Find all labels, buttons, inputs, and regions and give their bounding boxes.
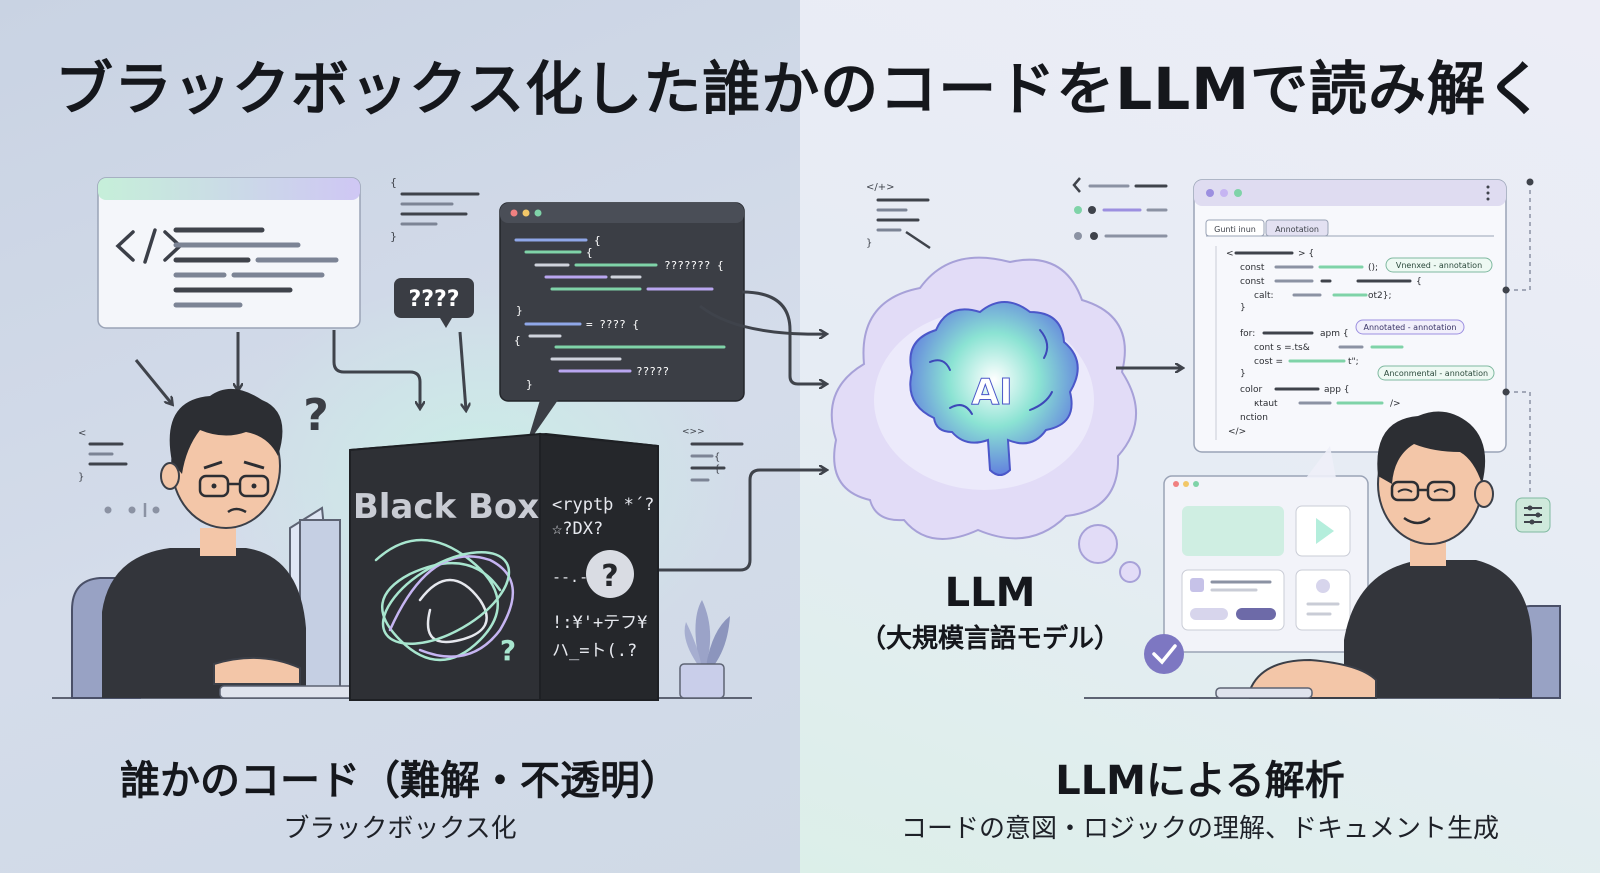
svg-text:color: color — [1240, 385, 1262, 395]
svg-text:= ???? {: = ???? { — [586, 318, 639, 331]
arrow-box-cloud — [658, 470, 826, 572]
settings-sliders-icon — [1515, 497, 1551, 533]
happy-developer — [1215, 411, 1561, 699]
svg-text:();: (); — [1368, 263, 1378, 273]
annotation-tags: Vnenxed - annotation Annotated - annotat… — [1355, 257, 1495, 381]
confused-question-mark: ? — [303, 390, 329, 441]
svg-text:{: { — [714, 464, 720, 475]
svg-text:☆?DX?: ☆?DX? — [552, 519, 603, 539]
svg-text:const: const — [1240, 263, 1265, 273]
svg-text:?: ? — [601, 559, 618, 594]
checkmark-icon — [1144, 634, 1184, 674]
svg-text:??????? {: ??????? { — [664, 259, 724, 272]
svg-text:t";: t"; — [1348, 357, 1359, 367]
svg-text:ot2};: ot2}; — [1368, 291, 1392, 301]
question-speech-bubble: ???? — [394, 278, 474, 328]
tangled-lines-icon — [374, 538, 515, 662]
svg-text:}: } — [1240, 369, 1246, 379]
black-box-front-question: ? — [500, 634, 516, 667]
svg-text:</>: </> — [1228, 427, 1246, 437]
svg-text:}: } — [526, 378, 533, 391]
llm-name: LLM — [944, 570, 1036, 616]
svg-text:<ryptþ *´?: <ryptþ *´? — [552, 495, 654, 515]
svg-text:{: { — [514, 334, 521, 347]
svg-text:?????: ????? — [636, 365, 669, 378]
window-close-dot — [510, 209, 518, 217]
svg-text:}: } — [1240, 303, 1246, 313]
svg-text:{: { — [714, 452, 720, 463]
preview-window — [1163, 446, 1369, 653]
svg-text:nction: nction — [1240, 413, 1268, 423]
arrow-editor-cloud-2 — [699, 304, 826, 334]
code-snippet-left-right: <>> { { — [682, 427, 744, 482]
annotation-tag-2: Annotated - annotation — [1364, 323, 1457, 332]
svg-text:calt:: calt: — [1254, 291, 1274, 301]
svg-text:cont s =.ts&: cont s =.ts& — [1254, 343, 1310, 353]
black-box-question-badge — [586, 550, 634, 598]
confused-developer — [71, 388, 357, 699]
svg-text:ハ_=ト(.?: ハ_=ト(.? — [552, 641, 637, 661]
legend-list-icon — [1072, 177, 1168, 240]
annotation-tag-1: Vnenxed - annotation — [1396, 261, 1482, 270]
svg-text:cost =: cost = — [1254, 357, 1283, 367]
svg-text:<: < — [1226, 249, 1234, 259]
snippet-brace-close-2: } — [78, 472, 84, 483]
black-box-label: Black Box — [353, 487, 539, 527]
black-box: Black Box ? <ryptþ *´? ☆?DX? --.- ? !:¥'… — [349, 432, 659, 701]
side-connectors — [1506, 186, 1531, 496]
code-snippet-center: </+> } — [866, 182, 931, 250]
svg-text:{: { — [594, 234, 601, 247]
code-snippet-left-mid: < } — [78, 428, 160, 517]
ai-label: AI — [971, 372, 1012, 413]
svg-text:app {: app { — [1324, 385, 1350, 395]
arrow-editor-cloud-1 — [741, 290, 826, 384]
snippet-brace-close: } — [390, 230, 397, 243]
left-caption: 誰かのコード（難解・不透明） — [120, 758, 680, 804]
play-icon — [1316, 518, 1334, 544]
window-max-dot — [534, 209, 542, 217]
glasses-icon-right — [1390, 480, 1456, 502]
ai-brain-icon: AI — [909, 301, 1079, 476]
annotated-code-window: Gunti inun Annotation < > { const (); co… — [1193, 179, 1507, 453]
svg-text:}: } — [866, 238, 872, 249]
window-min-dot — [522, 209, 530, 217]
annotation-tag-3: Anconmental - annotation — [1384, 369, 1488, 378]
svg-text:const: const — [1240, 277, 1265, 287]
tab-original: Gunti inun — [1214, 225, 1256, 234]
svg-text:</+>: </+> — [866, 182, 895, 193]
potted-plant — [679, 600, 730, 699]
tab-annotation: Annotation — [1275, 225, 1319, 234]
llm-subtitle: （大規模言語モデル） — [859, 624, 1120, 654]
svg-text:for:: for: — [1240, 329, 1255, 339]
arrow-card-box — [332, 330, 420, 408]
glasses-icon — [198, 474, 270, 498]
code-snippet-left-top: { } — [390, 176, 480, 243]
svg-text:????: ???? — [408, 287, 459, 312]
snippet-lt: < — [78, 428, 86, 439]
svg-text:}: } — [516, 304, 523, 317]
svg-text:> {: > { — [1298, 249, 1314, 259]
svg-text:{: { — [586, 246, 593, 259]
page-title: ブラックボックス化した誰かのコードをLLMで読み解く — [55, 55, 1545, 123]
arrow-card-person — [134, 359, 172, 404]
left-subcaption: ブラックボックス化 — [283, 814, 517, 844]
window-menu-icon — [1486, 185, 1490, 201]
svg-text:!:¥'+テフ¥: !:¥'+テフ¥ — [552, 613, 647, 633]
svg-text:--.-: --.- — [552, 568, 588, 586]
obfuscated-code-editor: { { ??????? { } = ???? { { ????? } — [499, 202, 745, 446]
svg-text:{: { — [1416, 277, 1422, 287]
right-subcaption: コードの意図・ロジックの理解、ドキュメント生成 — [900, 814, 1499, 844]
svg-text:apm {: apm { — [1320, 329, 1349, 339]
svg-text:<>>: <>> — [682, 427, 705, 437]
svg-text:/>: /> — [1390, 399, 1401, 409]
snippet-brace: { — [390, 176, 397, 189]
source-code-card — [97, 177, 361, 329]
arrow-bubble-box — [458, 331, 466, 410]
right-caption: LLMによる解析 — [1055, 758, 1345, 804]
svg-text:κtaut: κtaut — [1254, 399, 1278, 409]
